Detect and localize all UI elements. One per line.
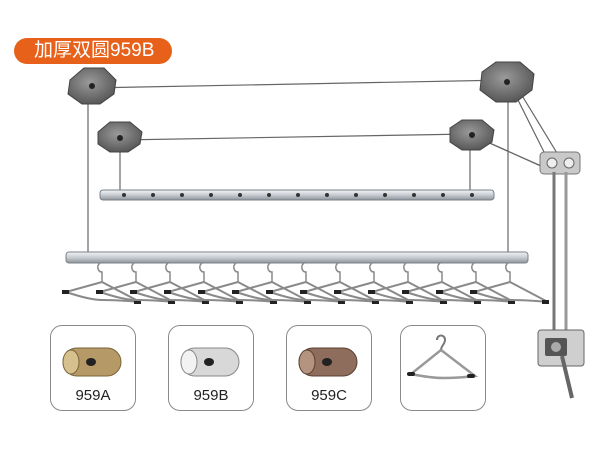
pulley-assembly	[537, 151, 585, 399]
variant-card-959a[interactable]: 959A	[50, 325, 136, 411]
hanger-icon	[407, 334, 479, 380]
rod-hole	[180, 193, 184, 197]
ceiling-base-right-back	[479, 61, 535, 103]
rod-hole	[122, 193, 126, 197]
ceiling-base-left-front	[97, 121, 143, 153]
hanger-icon	[62, 262, 141, 304]
variant-code: 959A	[75, 387, 111, 404]
rod-hole	[412, 193, 416, 197]
rod-hole	[151, 193, 155, 197]
product-title-badge: 加厚双圆959B	[14, 38, 173, 64]
hanger-icon	[198, 262, 277, 304]
hanger-icon	[96, 262, 175, 304]
hanger-icon	[266, 262, 345, 304]
hanger-icon	[402, 262, 481, 304]
variant-code: 959B	[193, 387, 229, 404]
hanger-icon	[436, 262, 515, 304]
hanger-icon	[470, 262, 549, 304]
rod-hole	[470, 193, 474, 197]
ceiling-base-left-back	[67, 67, 117, 105]
rod-profile-gold-icon	[62, 347, 122, 377]
rod-hole	[209, 193, 213, 197]
variant-card-959b[interactable]: 959B	[168, 325, 254, 411]
hanger-icon	[232, 262, 311, 304]
ceiling-base-right-front	[449, 119, 495, 151]
rod-hole	[267, 193, 271, 197]
rod-hole	[383, 193, 387, 197]
hanger-icon	[334, 262, 413, 304]
hanger-icon	[130, 262, 209, 304]
lower-rod	[65, 251, 529, 264]
hanger-icon	[300, 262, 379, 304]
hanger-icon	[368, 262, 447, 304]
rod-profile-silver-icon	[180, 347, 240, 377]
rod-hole	[325, 193, 329, 197]
cables	[87, 79, 561, 252]
rod-hole	[354, 193, 358, 197]
variant-card-959c[interactable]: 959C	[286, 325, 372, 411]
upper-rod	[99, 189, 495, 201]
accessory-card-hanger[interactable]	[400, 325, 486, 411]
variant-code: 959C	[311, 387, 347, 404]
rod-hole	[441, 193, 445, 197]
rod-hole	[296, 193, 300, 197]
rod-hole	[238, 193, 242, 197]
hanger-icon	[164, 262, 243, 304]
rod-profile-bronze-icon	[298, 347, 358, 377]
hangers	[62, 262, 549, 304]
